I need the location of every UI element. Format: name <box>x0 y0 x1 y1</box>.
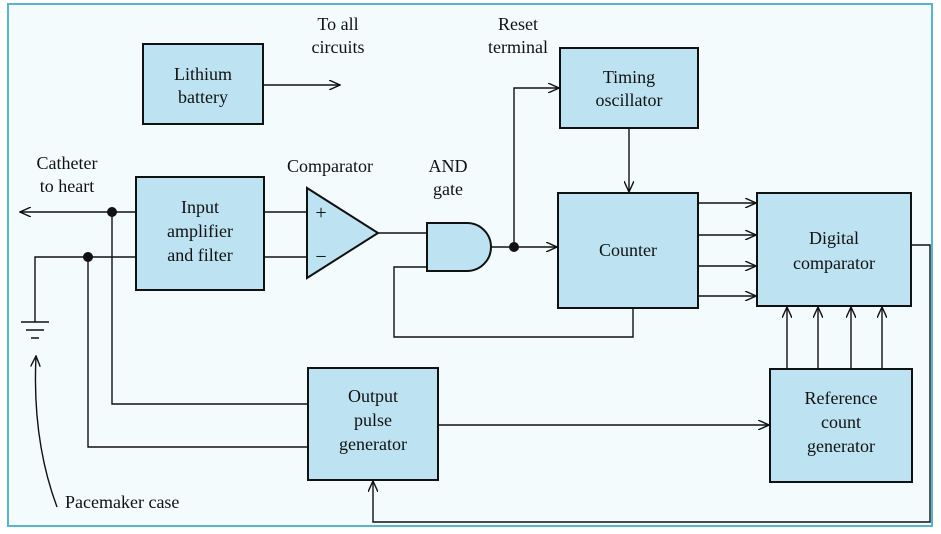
reset-terminal-label-1: Reset <box>498 14 538 34</box>
and-gate-label-2: gate <box>433 179 463 199</box>
comparator-minus-sign: − <box>315 246 326 268</box>
digital-label-2: comparator <box>793 253 875 273</box>
digital-comparator-block: Digital comparator <box>756 192 912 307</box>
timing-label-1: Timing <box>603 67 655 87</box>
catheter-label-2: to heart <box>40 176 94 196</box>
to-all-circuits-label-1: To all <box>317 14 358 34</box>
counter-label: Counter <box>599 240 657 260</box>
pacemaker-case-arrow <box>35 356 58 508</box>
timing-oscillator-block: Timing oscillator <box>559 47 699 129</box>
input-label-1: Input <box>181 197 219 217</box>
comparator-symbol: + − <box>306 186 380 280</box>
reference-label-3: generator <box>807 436 875 456</box>
input-label-2: amplifier <box>167 221 233 241</box>
to-all-circuits-label-2: circuits <box>312 37 365 57</box>
and-gate-label-1: AND <box>429 156 468 176</box>
wiring <box>20 85 931 523</box>
ground-icon <box>21 321 49 339</box>
input-label-3: and filter <box>167 245 232 265</box>
comparator-label: Comparator <box>287 156 373 176</box>
pacemaker-case-label: Pacemaker case <box>65 492 179 512</box>
output-to-catheter-wire <box>111 212 308 405</box>
lithium-battery-block: Lithium battery <box>142 43 264 125</box>
comparator-plus-sign: + <box>315 202 326 224</box>
output-label-3: generator <box>339 434 407 454</box>
output-pulse-generator-block: Output pulse generator <box>307 367 439 481</box>
catheter-label-1: Catheter <box>37 153 98 173</box>
reset-terminal-label-2: terminal <box>488 37 548 57</box>
reference-label-2: count <box>821 412 861 432</box>
input-amplifier-block: Input amplifier and filter <box>135 176 265 291</box>
output-label-1: Output <box>348 386 398 406</box>
timing-label-2: oscillator <box>596 90 663 110</box>
ground-wire <box>34 256 136 322</box>
and-gate-symbol <box>426 222 492 272</box>
battery-label-2: battery <box>178 87 228 107</box>
counter-block: Counter <box>557 192 699 309</box>
comparator-to-output-feedback-arrow <box>373 244 931 523</box>
reference-count-generator-block: Reference count generator <box>769 368 913 483</box>
battery-label-1: Lithium <box>174 64 232 84</box>
reset-to-oscillator-arrow <box>513 88 559 247</box>
digital-label-1: Digital <box>809 228 859 248</box>
counter-feedback-wire <box>393 266 634 338</box>
reference-label-1: Reference <box>805 388 878 408</box>
output-to-ground-wire <box>87 257 308 448</box>
output-label-2: pulse <box>354 410 392 430</box>
